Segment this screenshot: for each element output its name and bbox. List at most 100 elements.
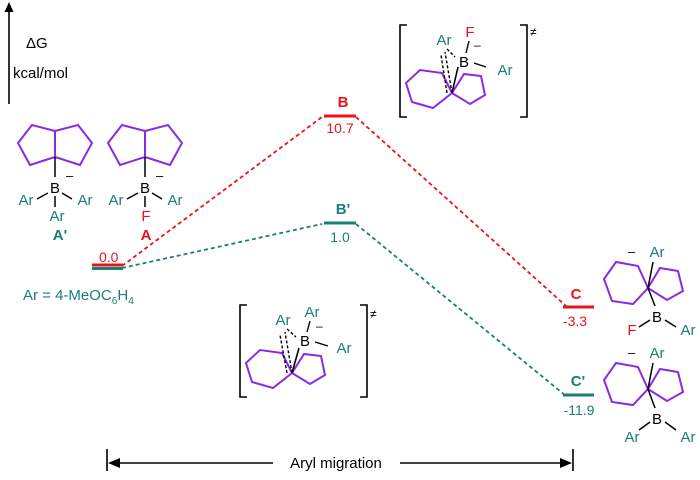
- connector-Bp-Cp: [355, 223, 567, 397]
- energy-axis-symbol: ΔG: [26, 35, 48, 52]
- C-bond-B-F: [638, 319, 651, 328]
- charge-Ap: –: [66, 168, 74, 183]
- ring-right-Ap: [54, 123, 94, 167]
- level-Bp-value: 1.0: [330, 229, 350, 245]
- ts-Bp-aryl-1: Ar: [276, 312, 291, 329]
- ts-B-aryl-2: Ar: [498, 62, 513, 79]
- Cp-bond-C-Ar: [647, 362, 654, 390]
- aryl-def-sub2: 4: [128, 296, 134, 307]
- level-C-value: -3.3: [563, 313, 587, 329]
- ts-B-bracket-left: [399, 24, 407, 118]
- reaction-coordinate-axis: Aryl migration: [106, 449, 574, 472]
- level-start: 0.0: [92, 249, 123, 270]
- connector-B-C: [355, 116, 567, 307]
- level-Cp-value: -11.9: [564, 402, 595, 418]
- level-Bp: B' 1.0: [324, 201, 356, 245]
- ts-B-ring-left: [404, 68, 454, 110]
- level-C-label: C: [571, 286, 582, 303]
- bond-B-Ar1-Ap: [36, 192, 49, 200]
- rc-arrow-left: [108, 458, 120, 468]
- ts-B-ring-right: [450, 72, 487, 106]
- level-start-value: 0.0: [99, 249, 119, 265]
- ts-B-bracket-right: [520, 24, 528, 118]
- aryl-def-sub1: 6: [112, 296, 118, 307]
- aryl-definition: Ar = 4-MeOC6H4: [23, 287, 134, 307]
- ts-B-dash-1: [444, 51, 453, 94]
- Cp-ring-right: [646, 367, 685, 403]
- bond-B-Ar2-Ap: [61, 192, 73, 200]
- ts-B-aryl-1: Ar: [437, 32, 452, 49]
- ts-Bp-mark: ≠: [370, 307, 377, 321]
- C-bond-B-Ar: [664, 319, 677, 328]
- Cp-boron: B: [652, 411, 662, 428]
- bond-B-Ar2-A: [151, 192, 163, 200]
- aryl-Ap-1: Ar: [19, 192, 34, 209]
- Cp-charge: –: [628, 345, 636, 360]
- charge-A: –: [156, 168, 164, 183]
- label-Ap: A': [53, 227, 67, 244]
- rc-label: Aryl migration: [290, 455, 382, 472]
- C-bond-C-Ar: [647, 261, 654, 289]
- ts-Bp-ring-left: [244, 348, 294, 390]
- ring-right-A: [144, 123, 184, 167]
- level-B-value: 10.7: [326, 120, 353, 136]
- structure-C: Ar – B F Ar: [602, 244, 696, 339]
- C-ring-left: [602, 260, 650, 306]
- ring-left-Ap: [16, 123, 56, 167]
- level-Cp: C' -11.9: [563, 373, 595, 418]
- Cp-bond-B-Ar2: [664, 421, 677, 431]
- level-B: B 10.7: [324, 94, 356, 136]
- ts-Bp-bond-B-Ar3: [314, 341, 329, 347]
- Cp-aryl-top: Ar: [650, 345, 665, 362]
- Cp-ring-left: [602, 361, 650, 407]
- ts-Bp-bracket-left: [239, 304, 247, 398]
- rc-arrow-right: [560, 458, 572, 468]
- ts-Bp-aryl-2: Ar: [305, 304, 320, 321]
- aryl-A-2: Ar: [168, 192, 183, 209]
- level-Bp-label: B': [336, 201, 350, 218]
- ts-B-dash-2: [440, 54, 448, 94]
- ts-Bp-aryl-3: Ar: [337, 340, 352, 357]
- aryl-Ap-3: Ar: [50, 208, 65, 225]
- ts-Bp-dash-3: [286, 328, 297, 338]
- boron-A: B: [140, 180, 150, 197]
- C-boron: B: [652, 309, 662, 326]
- structure-Ap: B – Ar Ar Ar A': [16, 123, 94, 244]
- C-aryl-right: Ar: [681, 322, 696, 339]
- energy-axis-arrow: [4, 2, 14, 12]
- ts-Bp-dash-2: [279, 334, 288, 374]
- ts-B-fluorine: F: [465, 24, 474, 41]
- label-A: A: [141, 227, 152, 244]
- ts-B-bond-B-F: [465, 40, 470, 54]
- level-C: C -3.3: [563, 286, 594, 329]
- connectors: [121, 116, 567, 397]
- ts-Bp-bond-B-Ar2: [306, 320, 311, 333]
- level-Cp-label: C': [571, 373, 585, 390]
- C-bond-C-B: [647, 287, 656, 307]
- ts-B-dash-3: [446, 48, 456, 58]
- boron-Ap: B: [50, 180, 60, 197]
- C-aryl-top: Ar: [650, 244, 665, 261]
- connector-A-B: [121, 116, 323, 267]
- aryl-def-mid: H: [117, 287, 128, 304]
- Cp-bond-B-Ar1: [638, 421, 651, 431]
- connector-A-Bp: [121, 223, 323, 269]
- energy-axis-unit: kcal/mol: [13, 65, 68, 82]
- aryl-def-prefix: Ar = 4-MeOC: [23, 287, 112, 304]
- ts-Bp-ring-right: [290, 352, 327, 386]
- ts-B-boron: B: [459, 54, 469, 71]
- energy-axis: ΔG kcal/mol: [4, 2, 68, 104]
- ts-Bp-dash-1: [284, 331, 293, 374]
- Cp-aryl-right: Ar: [681, 429, 696, 446]
- ring-left-A: [106, 123, 146, 167]
- ts-Bp-bond-C-B: [291, 347, 300, 374]
- level-B-label: B: [338, 94, 349, 111]
- C-fluorine: F: [627, 322, 636, 339]
- C-charge: –: [628, 244, 636, 259]
- ts-Bp-boron: B: [300, 333, 310, 350]
- ts-B-bond-B-Ar: [473, 62, 487, 68]
- ts-Bp: ≠ Ar B – Ar Ar: [239, 304, 377, 398]
- Cp-bond-C-B: [647, 388, 656, 409]
- ts-Bp-bracket-right: [360, 304, 368, 398]
